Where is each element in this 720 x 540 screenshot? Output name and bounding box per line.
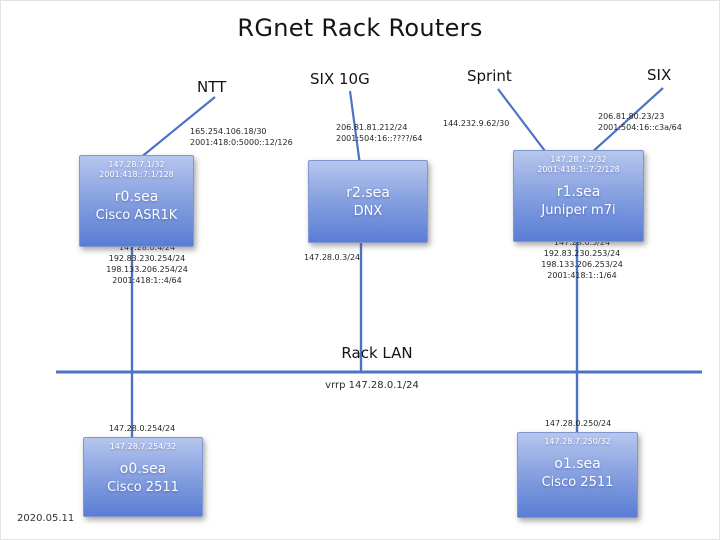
address-line: 2001:504:16::c3a/64 bbox=[598, 123, 682, 132]
address-line: 144.232.9.62/30 bbox=[443, 119, 510, 128]
o1-lan-address: 147.28.0.250/24 bbox=[544, 419, 612, 428]
o1-name: o1.sea bbox=[554, 456, 601, 472]
address-line: 147.28.0.4/24 bbox=[118, 243, 176, 252]
address-line: 2001:418:1::1/64 bbox=[547, 271, 617, 280]
six10g-uplink-line bbox=[348, 90, 362, 166]
vrrp-address: vrrp 147.28.0.1/24 bbox=[325, 380, 419, 391]
address-line: 147.28.0.3/24 bbox=[304, 253, 361, 262]
o0-model: Cisco 2511 bbox=[107, 480, 179, 495]
router-box-o0: 147.28.7.254/32 o0.sea Cisco 2511 bbox=[83, 437, 203, 517]
slide-date: 2020.05.11 bbox=[17, 513, 75, 524]
router-box-r1: 147.28.7.2/32 2001:418:1::7:2/128 r1.sea… bbox=[513, 150, 644, 242]
r2-model: DNX bbox=[353, 203, 383, 219]
address-line: 2001:504:16::????/64 bbox=[336, 134, 423, 143]
address-line: 198.133.206.253/24 bbox=[541, 260, 623, 269]
six-label: SIX bbox=[647, 66, 672, 84]
address-line: 2001:418:1::4/64 bbox=[112, 276, 182, 285]
r0-name: r0.sea bbox=[114, 189, 159, 205]
router-box-r2: r2.sea DNX bbox=[308, 160, 428, 243]
diagram-title: RGnet Rack Routers bbox=[237, 14, 483, 42]
ntt-label: NTT bbox=[197, 78, 227, 96]
address-line: 192.83.230.253/24 bbox=[543, 249, 621, 258]
address-line: 165.254.106.18/30 bbox=[190, 127, 267, 136]
six10g-label: SIX 10G bbox=[310, 70, 370, 88]
address-line: 206.81.80.23/23 bbox=[598, 112, 665, 121]
r0-loopback-v6: 2001:418::7:1/128 bbox=[99, 170, 174, 179]
rack-lan-label: Rack LAN bbox=[341, 344, 413, 362]
r1-loopback-v6: 2001:418:1::7:2/128 bbox=[537, 165, 620, 174]
o0-name: o0.sea bbox=[119, 461, 167, 477]
r0-loopback-v4: 147.28.7.1/32 bbox=[108, 160, 165, 169]
r1-name: r1.sea bbox=[556, 184, 601, 200]
sprint-label: Sprint bbox=[467, 67, 512, 85]
sprint-link-addresses: 144.232.9.62/30 bbox=[443, 118, 509, 129]
address-line: 192.83.230.254/24 bbox=[108, 254, 186, 263]
sprint-uplink-line bbox=[497, 88, 549, 156]
six-link-addresses: 206.81.80.23/23 2001:504:16::c3a/64 bbox=[598, 111, 682, 133]
r2-lan-addresses: 147.28.0.3/24 bbox=[304, 252, 360, 263]
r0-lan-addresses: 147.28.0.4/24 192.83.230.254/24 198.133.… bbox=[96, 242, 198, 286]
ntt-link-addresses: 165.254.106.18/30 2001:418:0:5000::12/12… bbox=[190, 126, 293, 148]
o0-loopback: 147.28.7.254/32 bbox=[109, 442, 177, 451]
o1-model: Cisco 2511 bbox=[541, 475, 614, 490]
address-line: 2001:418:0:5000::12/126 bbox=[190, 138, 293, 147]
six-uplink-line bbox=[588, 87, 664, 156]
address-line: 206.81.81.212/24 bbox=[336, 123, 408, 132]
r2-name: r2.sea bbox=[346, 184, 390, 201]
address-line: 198.133.206.254/24 bbox=[106, 265, 188, 274]
r1-model: Juniper m7i bbox=[541, 203, 616, 218]
o0-lan-address: 147.28.0.254/24 bbox=[108, 424, 176, 433]
r1-loopback-v4: 147.28.7.2/32 bbox=[550, 155, 607, 164]
r1-lan-addresses: 147.28.0.5/24 192.83.230.253/24 198.133.… bbox=[531, 237, 633, 281]
six10g-link-addresses: 206.81.81.212/24 2001:504:16::????/64 bbox=[336, 122, 422, 144]
router-box-r0: 147.28.7.1/32 2001:418::7:1/128 r0.sea C… bbox=[79, 155, 194, 247]
router-box-o1: 147.28.7.250/32 o1.sea Cisco 2511 bbox=[517, 432, 638, 518]
o1-loopback: 147.28.7.250/32 bbox=[544, 437, 611, 446]
ntt-uplink-line bbox=[133, 96, 216, 164]
r0-model: Cisco ASR1K bbox=[95, 208, 178, 223]
address-line: 147.28.0.5/24 bbox=[553, 238, 611, 247]
